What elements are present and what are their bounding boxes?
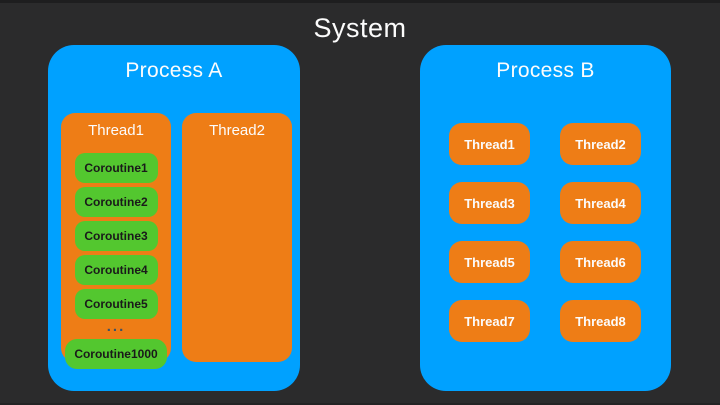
process-a-thread1-box: Thread1 Coroutine1 Coroutine2 Coroutine3…	[61, 113, 171, 369]
process-b-thread-pill: Thread2	[560, 123, 641, 165]
process-a-thread2-box: Thread2	[182, 113, 292, 362]
process-b-title: Process B	[496, 59, 595, 82]
coroutine-pill-1000: Coroutine1000	[65, 339, 167, 369]
process-b-thread-pill: Thread6	[560, 241, 641, 283]
coroutine-pill: Coroutine2	[74, 187, 158, 217]
process-a-thread2-label: Thread2	[209, 122, 265, 139]
coroutine-ellipsis: ...	[106, 318, 126, 335]
top-edge-divider	[0, 0, 720, 3]
slide-title: System	[313, 13, 407, 43]
coroutine-stack: Coroutine1 Coroutine2 Coroutine3 Corouti…	[61, 153, 171, 369]
process-b-thread-grid: Thread1 Thread2 Thread3 Thread4 Thread5 …	[449, 123, 641, 342]
coroutine-pill: Coroutine4	[74, 255, 158, 285]
coroutine-pill: Coroutine3	[74, 221, 158, 251]
process-a-box: Process A Thread1 Coroutine1 Coroutine2 …	[48, 45, 300, 391]
process-b-thread-pill: Thread4	[560, 182, 641, 224]
process-b-thread-pill: Thread1	[449, 123, 530, 165]
process-b-thread-pill: Thread5	[449, 241, 530, 283]
process-b-box: Process B Thread1 Thread2 Thread3 Thread…	[420, 45, 671, 391]
process-b-thread-pill: Thread7	[449, 300, 530, 342]
coroutine-pill: Coroutine5	[74, 289, 158, 319]
process-b-thread-pill: Thread3	[449, 182, 530, 224]
process-a-thread1-label: Thread1	[88, 122, 144, 139]
coroutine-pill: Coroutine1	[74, 153, 158, 183]
process-b-thread-pill: Thread8	[560, 300, 641, 342]
process-a-title: Process A	[125, 59, 223, 82]
bottom-edge-divider	[0, 403, 720, 405]
